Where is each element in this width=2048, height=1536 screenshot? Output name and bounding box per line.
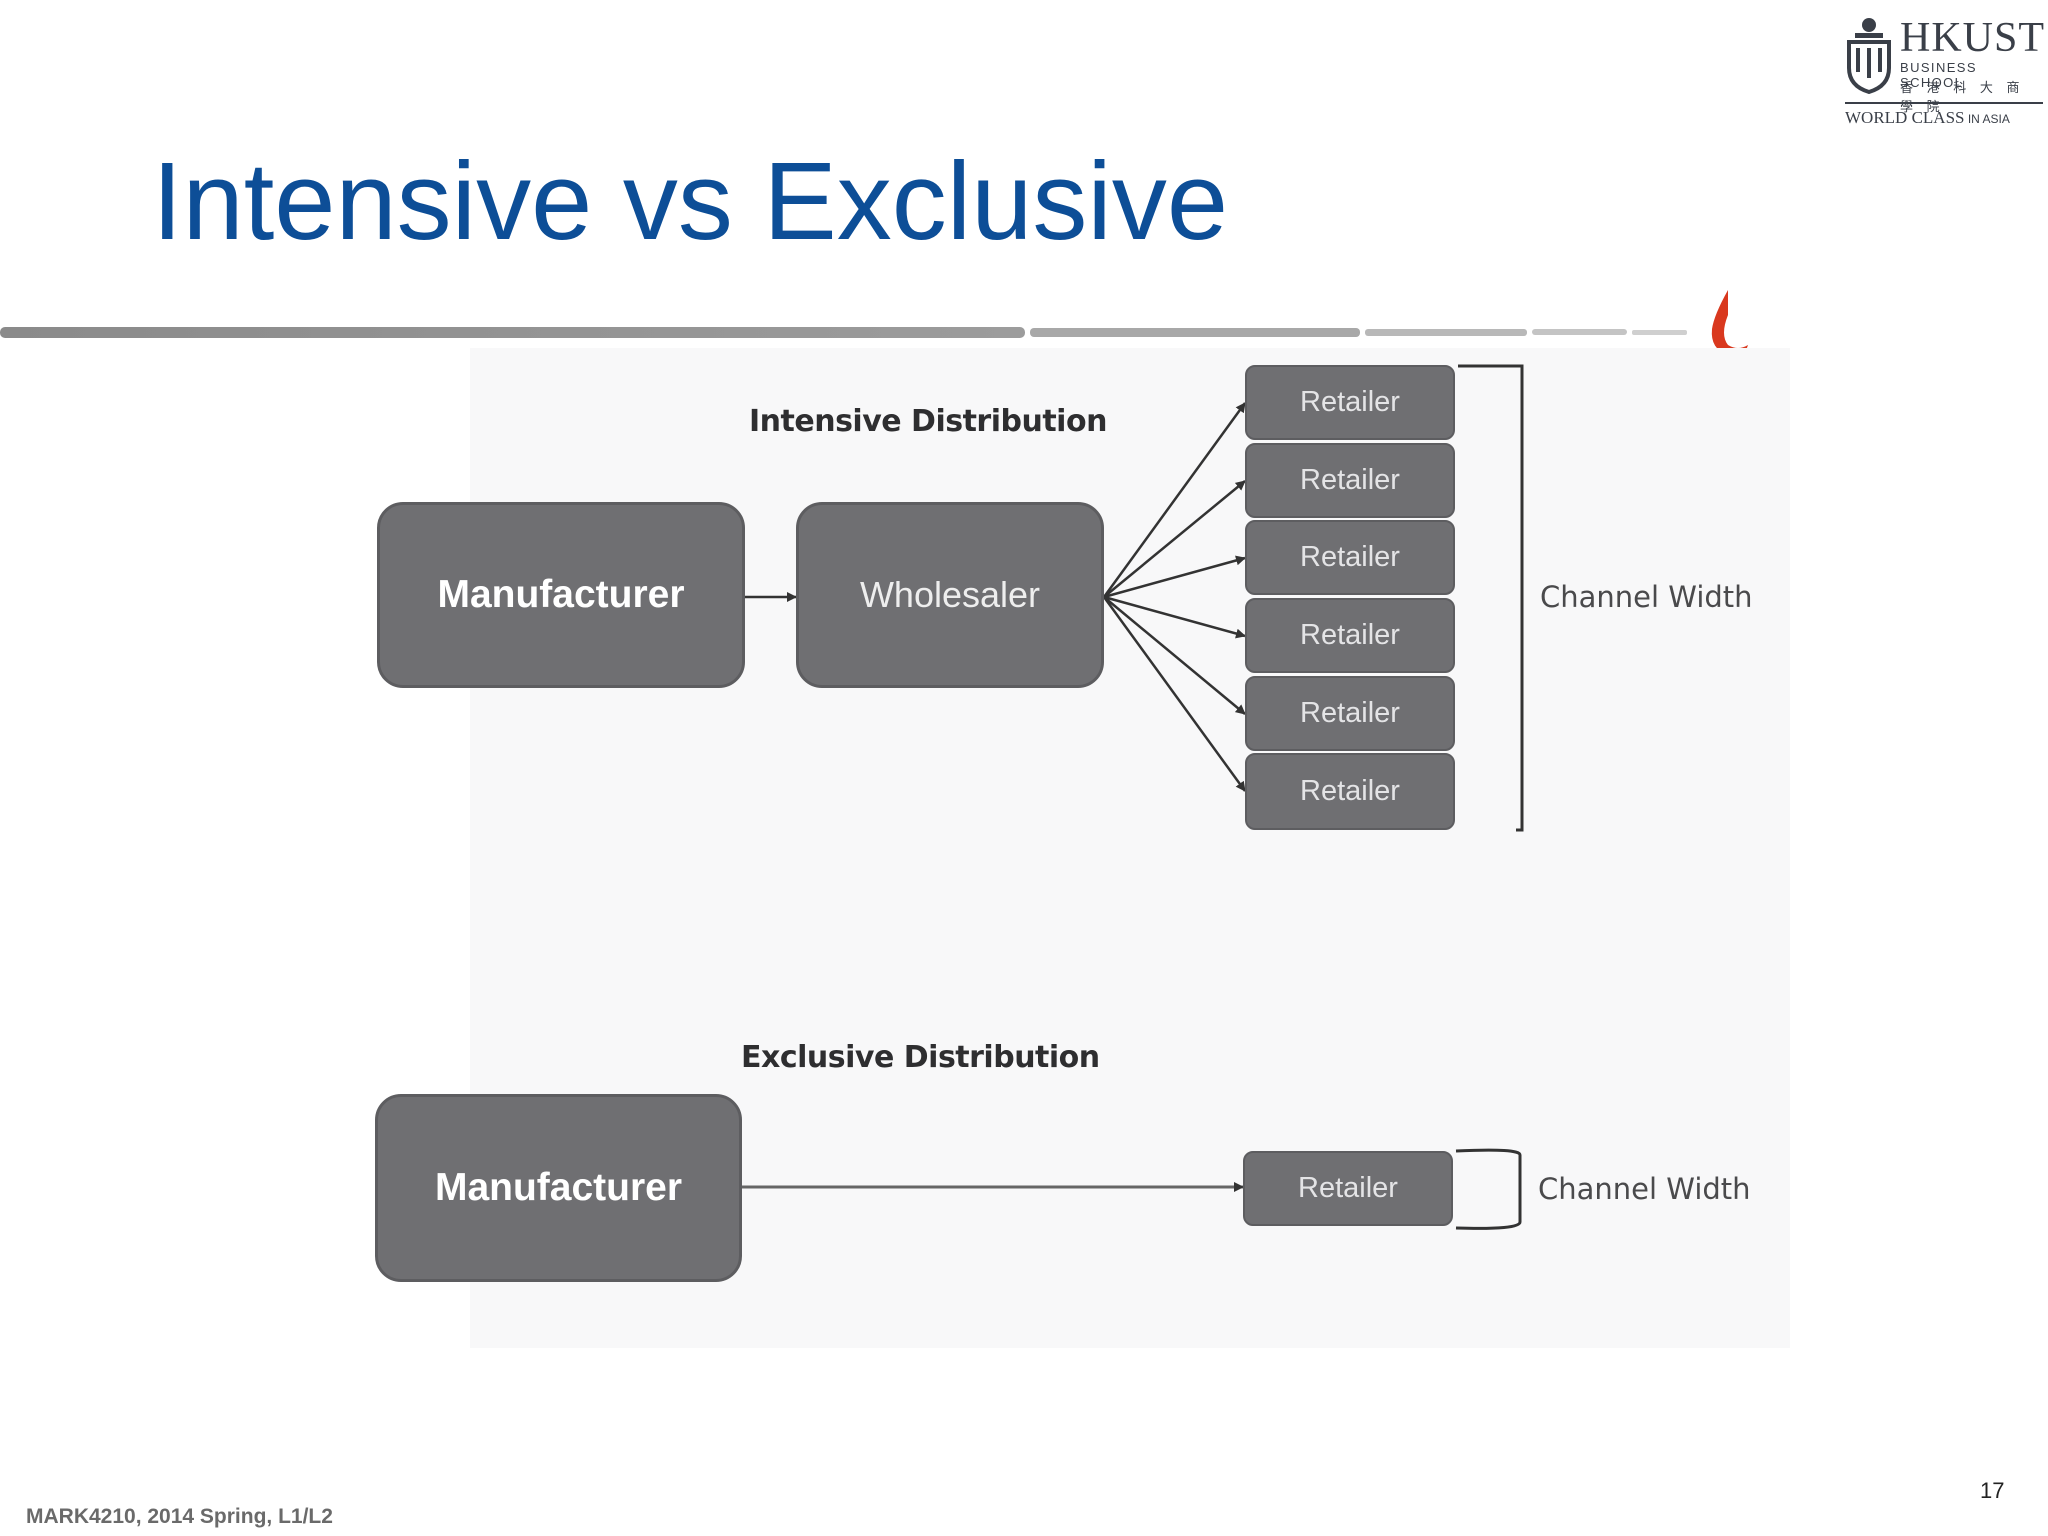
logo-wordmark: HKUST [1900,15,2046,61]
divider-segment [1365,329,1527,336]
retailer-box: Retailer [1245,443,1455,518]
logo-subtitle: BUSINESS SCHOOL [1900,60,1977,90]
arrow-to-retailer-3 [1103,555,1246,599]
page-number: 17 [1980,1478,2005,1503]
channel-width-bracket-exclusive [1455,1148,1522,1230]
wholesaler-box: Wholesaler [796,502,1104,688]
retailer-box-exclusive: Retailer [1243,1151,1453,1226]
manufacturer-box-intensive: Manufacturer [377,502,745,688]
divider-segment [1030,328,1360,337]
channel-width-label-intensive: Channel Width [1540,580,1753,614]
slide-title: Intensive vs Exclusive [152,140,1228,263]
retailer-box: Retailer [1245,365,1455,440]
title-divider [0,290,1748,356]
arrow-to-retailer-5 [1103,596,1246,715]
slide-footer: MARK4210, 2014 Spring, L1/L2 [26,1505,333,1528]
divider-segment [1532,329,1627,335]
channel-width-label-exclusive: Channel Width [1538,1172,1751,1206]
exclusive-heading: Exclusive Distribution [741,1040,1100,1075]
arrow-to-retailer-2 [1103,480,1246,598]
manufacturer-box-exclusive: Manufacturer [375,1094,742,1282]
arrow-to-retailer-1 [1102,402,1247,598]
divider-segment [0,327,1025,338]
arrow-to-retailer-4 [1103,595,1246,639]
intensive-heading: Intensive Distribution [749,404,1107,439]
crest-icon [1847,18,1891,94]
retailer-box: Retailer [1245,520,1455,595]
retailer-box: Retailer [1245,598,1455,673]
hkust-logo: HKUST BUSINESS SCHOOL 香 港 科 大 商 學 院 WORL… [1843,15,2046,127]
retailer-box: Retailer [1245,753,1455,830]
arrow-to-retailer-6 [1102,596,1247,792]
retailer-box: Retailer [1245,676,1455,751]
logo-tagline: WORLD CLASS IN ASIA [1845,108,2010,127]
channel-width-bracket-intensive [1458,364,1524,832]
divider-segment [1632,330,1687,335]
logo-rule [1845,102,2043,104]
flame-icon [1711,290,1748,356]
